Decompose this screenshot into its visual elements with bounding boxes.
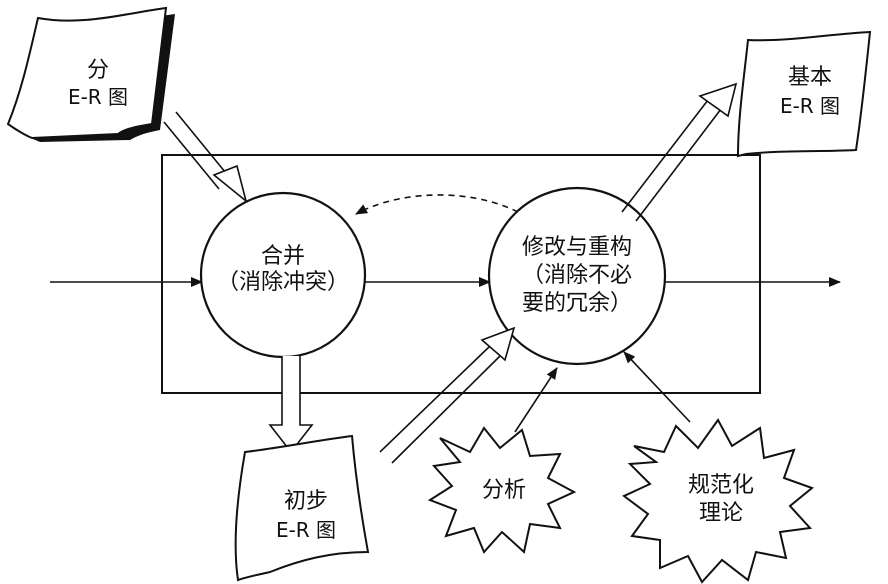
normalization-starburst [622,418,815,584]
initial-to-refine-arrow [379,326,516,464]
partial-er-line1: 分 [86,58,109,83]
partial-er-line2: E-R 图 [67,85,129,109]
analysis-label: 分析 [466,478,542,504]
merge-sub: （消除冲突） [216,270,349,295]
initial-er-line1: 初步 [283,489,328,514]
normalization-line1: 规范化 [687,473,754,498]
initial-er-label: 初步 E-R 图 [258,488,354,544]
analysis-starburst [427,426,577,554]
partial-er-document [6,6,175,142]
basic-er-line2: E-R 图 [779,94,841,118]
merge-to-initial-arrow [268,356,314,454]
normalization-label: 规范化 理论 [666,472,776,528]
normalization-line2: 理论 [698,501,743,526]
merge-node-label: 合并 （消除冲突） [205,244,361,296]
refine-node [487,186,667,366]
refine-sub1: （消除不必 [521,263,632,288]
initial-er-document [234,434,370,582]
refine-to-basic-arrow [621,82,738,222]
normalization-to-refine-arrow [623,351,691,423]
analysis-text: 分析 [481,478,526,503]
analysis-to-refine-arrow [514,367,558,433]
basic-er-line1: 基本 [787,65,832,90]
process-box [161,154,761,394]
refine-title: 修改与重构 [521,235,632,260]
refine-sub2: 要的冗余） [521,291,632,316]
feedback-dashed-arrow [355,194,519,215]
initial-er-line2: E-R 图 [275,518,337,542]
merge-title: 合并 [260,244,305,269]
partial-er-label: 分 E-R 图 [60,58,136,110]
partial-to-merge-arrow [163,111,248,204]
basic-er-label: 基本 E-R 图 [760,64,860,120]
basic-er-document [736,30,872,158]
refine-node-label: 修改与重构 （消除不必 要的冗余） [492,234,662,318]
